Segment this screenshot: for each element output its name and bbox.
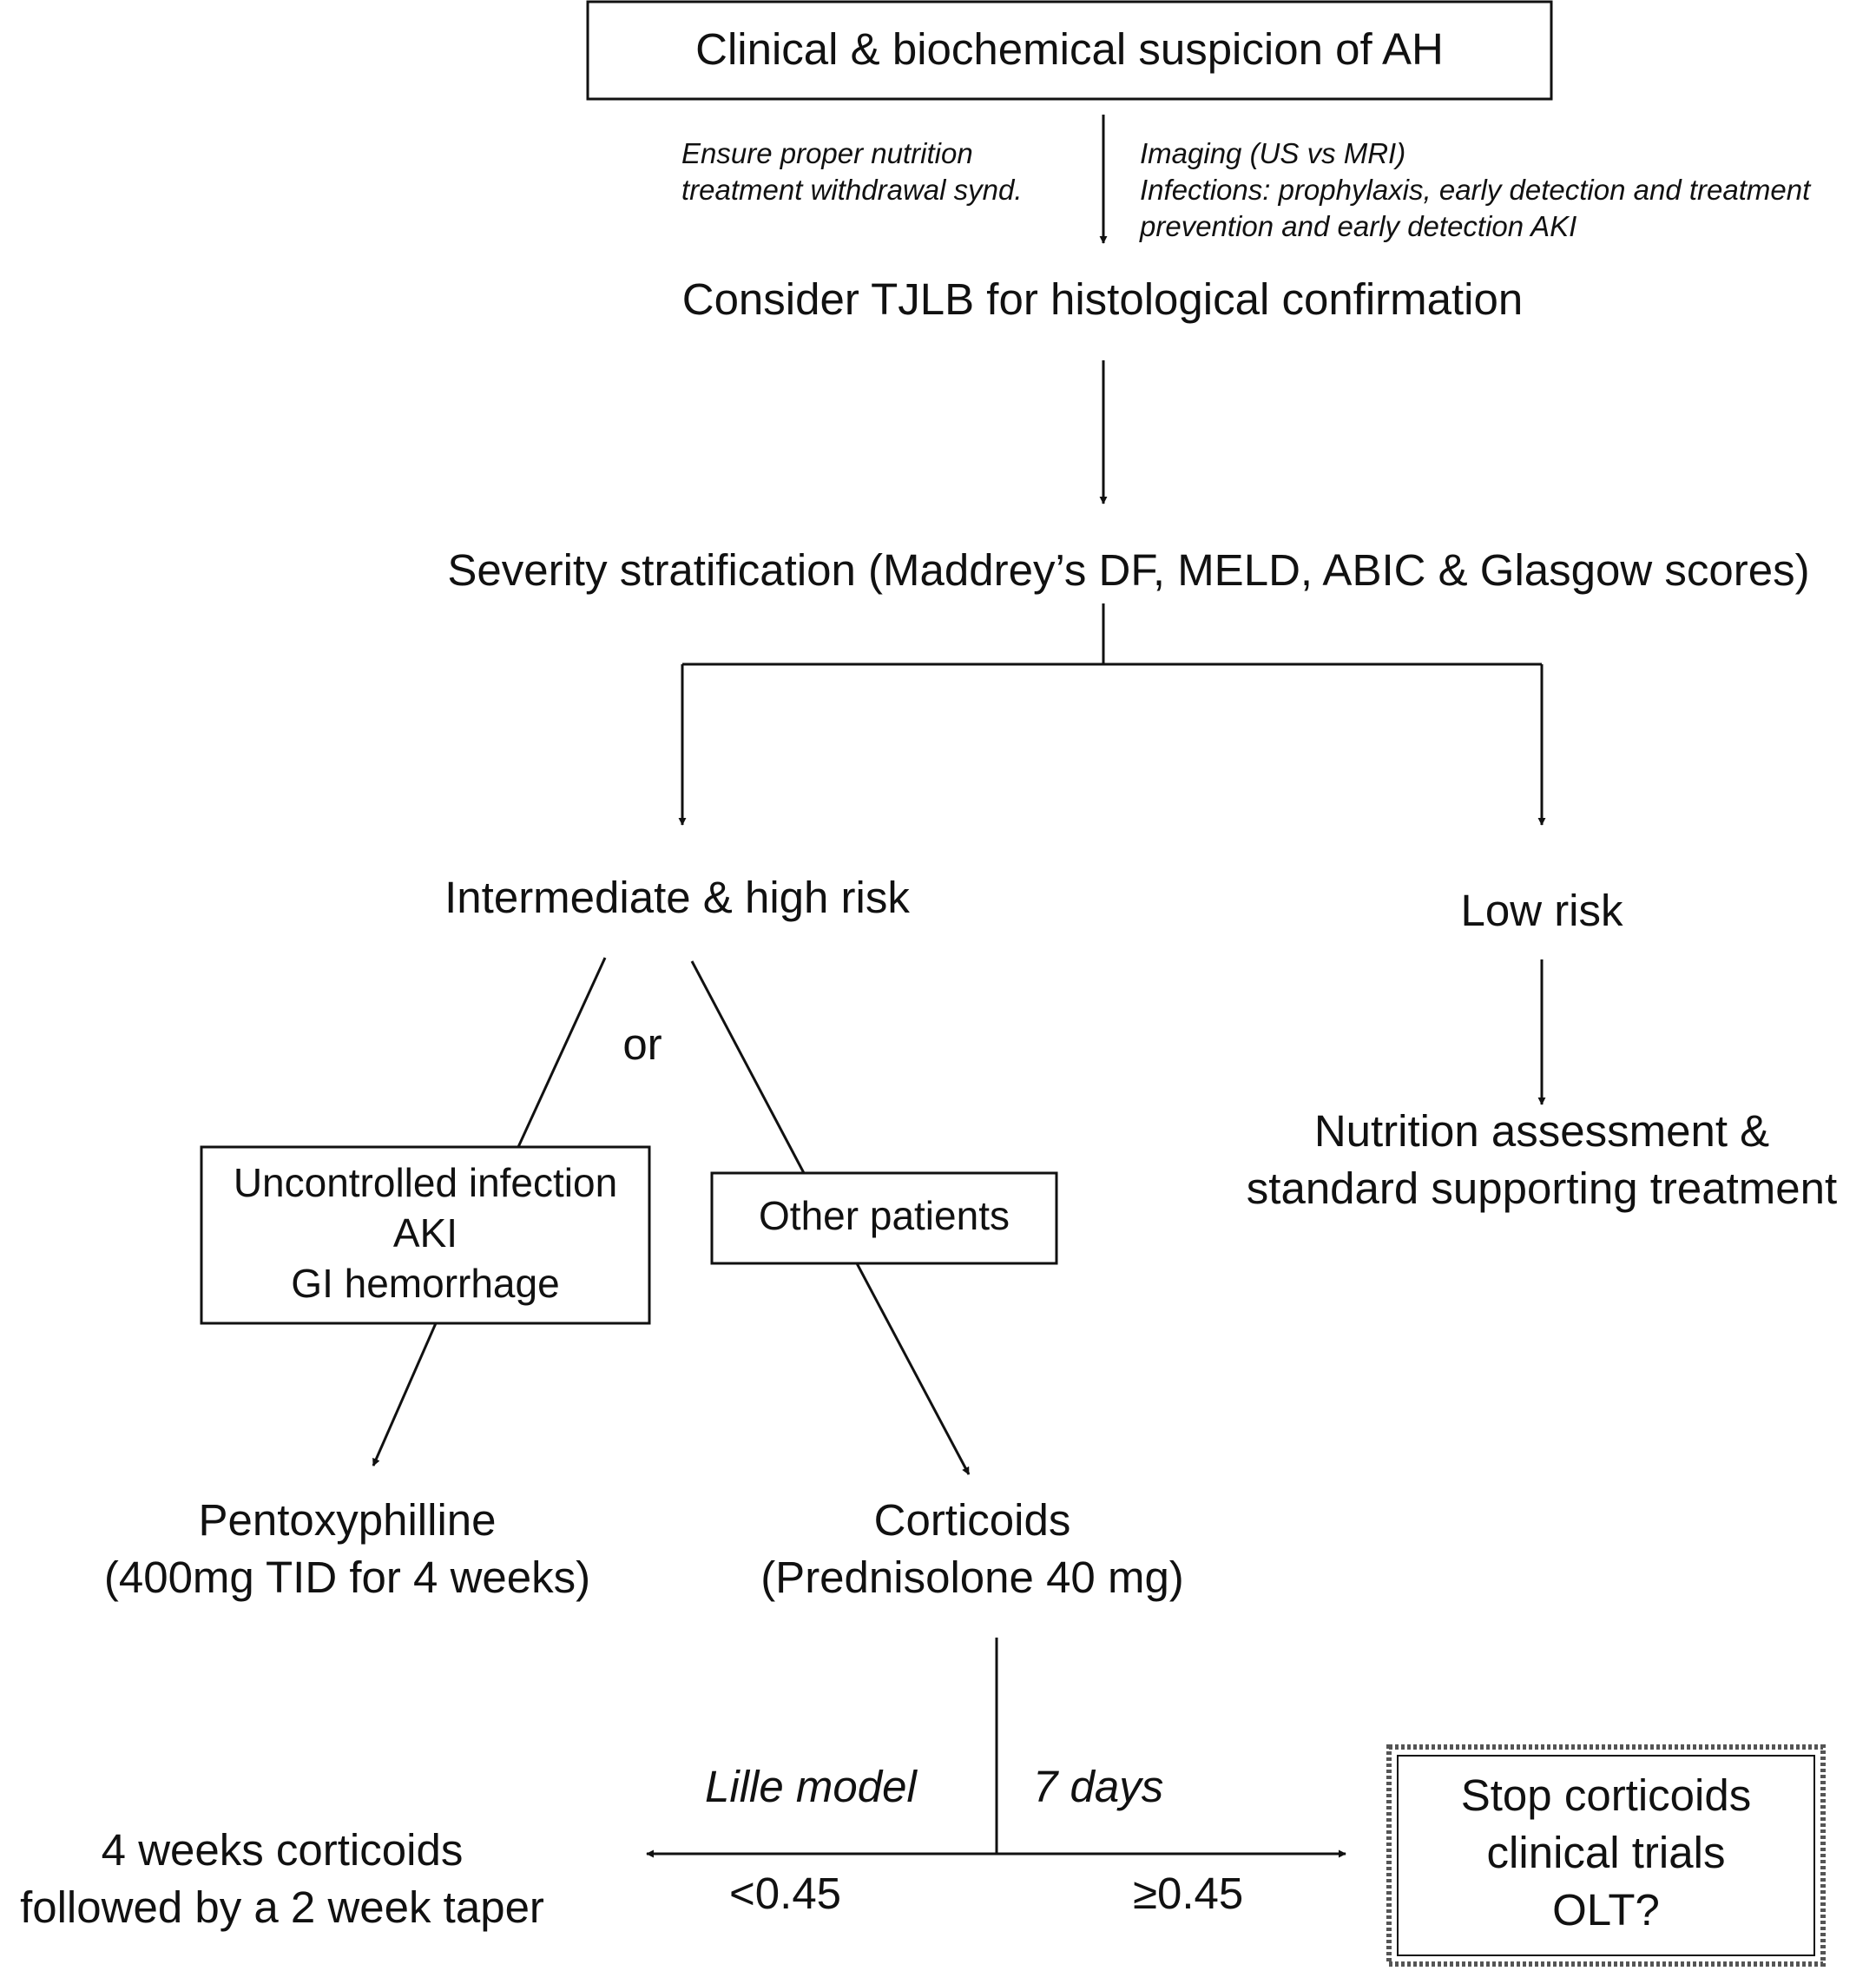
stop-corticoids-label: Stop corticoids clinical trials OLT?: [1389, 1767, 1823, 1939]
note-left-line: treatment withdrawal synd.: [681, 174, 1023, 206]
continue-corticoids-label: 4 weeks corticoids followed by a 2 week …: [0, 1822, 564, 1936]
arrow-to-corticoids: [855, 1262, 971, 1475]
line-to-contraindications: [517, 957, 607, 1148]
pentox-line: Pentoxyphilline: [198, 1495, 497, 1545]
ge-threshold-label: ≥0.45: [1133, 1869, 1244, 1918]
note-right-line: Imaging (US vs MRI): [1140, 137, 1406, 169]
tjlb-label: Consider TJLB for histological confirmat…: [681, 274, 1524, 324]
pentox-line: (400mg TID for 4 weeks): [103, 1552, 591, 1602]
note-right-line: Infections: prophylaxis, early detection…: [1140, 174, 1811, 206]
lt-threshold-label: <0.45: [729, 1869, 842, 1918]
corticoids-line: (Prednisolone 40 mg): [760, 1552, 1184, 1602]
suspicion-label: Clinical & biochemical suspicion of AH: [695, 24, 1444, 74]
pentoxyphilline-label: Pentoxyphilline (400mg TID for 4 weeks): [35, 1492, 660, 1606]
stop-corticoids-box: [1386, 1744, 1826, 1967]
note-right: Imaging (US vs MRI) Infections: prophyla…: [1140, 135, 1810, 245]
contraindication-item: Uncontrolled infection: [233, 1160, 618, 1205]
stop-corticoids-box-inner: [1397, 1755, 1815, 1956]
contraindication-item: AKI: [392, 1210, 458, 1256]
note-left: Ensure proper nutrition treatment withdr…: [681, 135, 1023, 208]
intermediate-high-risk-label: Intermediate & high risk: [444, 873, 910, 922]
note-left-line: Ensure proper nutrition: [681, 137, 973, 169]
contraindications-box: [200, 1145, 651, 1325]
suspicion-box: [586, 0, 1553, 101]
nutrition-line: Nutrition assessment &: [1313, 1106, 1770, 1156]
seven-days-label: 7 days: [1033, 1762, 1164, 1811]
other-patients-label: Other patients: [759, 1193, 1010, 1238]
other-patients-box: [710, 1171, 1058, 1265]
stop-line: Stop corticoids: [1460, 1770, 1752, 1820]
low-risk-label: Low risk: [1460, 886, 1623, 935]
continue-line: followed by a 2 week taper: [20, 1882, 544, 1932]
note-right-line: prevention and early detection AKI: [1140, 210, 1577, 242]
corticoids-label: Corticoids (Prednisolone 40 mg): [694, 1492, 1250, 1606]
continue-line: 4 weeks corticoids: [101, 1825, 464, 1875]
line-to-other-patients: [690, 960, 806, 1174]
nutrition-label: Nutrition assessment & standard supporti…: [1177, 1103, 1876, 1217]
corticoids-line: Corticoids: [873, 1495, 1071, 1545]
nutrition-line: standard supporting treatment: [1246, 1163, 1838, 1213]
stop-line: OLT?: [1552, 1885, 1660, 1935]
lille-model-label: Lille model: [705, 1762, 917, 1811]
severity-label: Severity stratification (Maddrey’s DF, M…: [447, 545, 1810, 595]
or-label: or: [622, 1019, 662, 1069]
contraindications-label: Uncontrolled infection AKI GI hemorrhage: [201, 1157, 649, 1309]
arrow-to-pentox: [372, 1322, 438, 1467]
contraindication-item: GI hemorrhage: [291, 1261, 560, 1306]
stop-line: clinical trials: [1486, 1828, 1726, 1877]
